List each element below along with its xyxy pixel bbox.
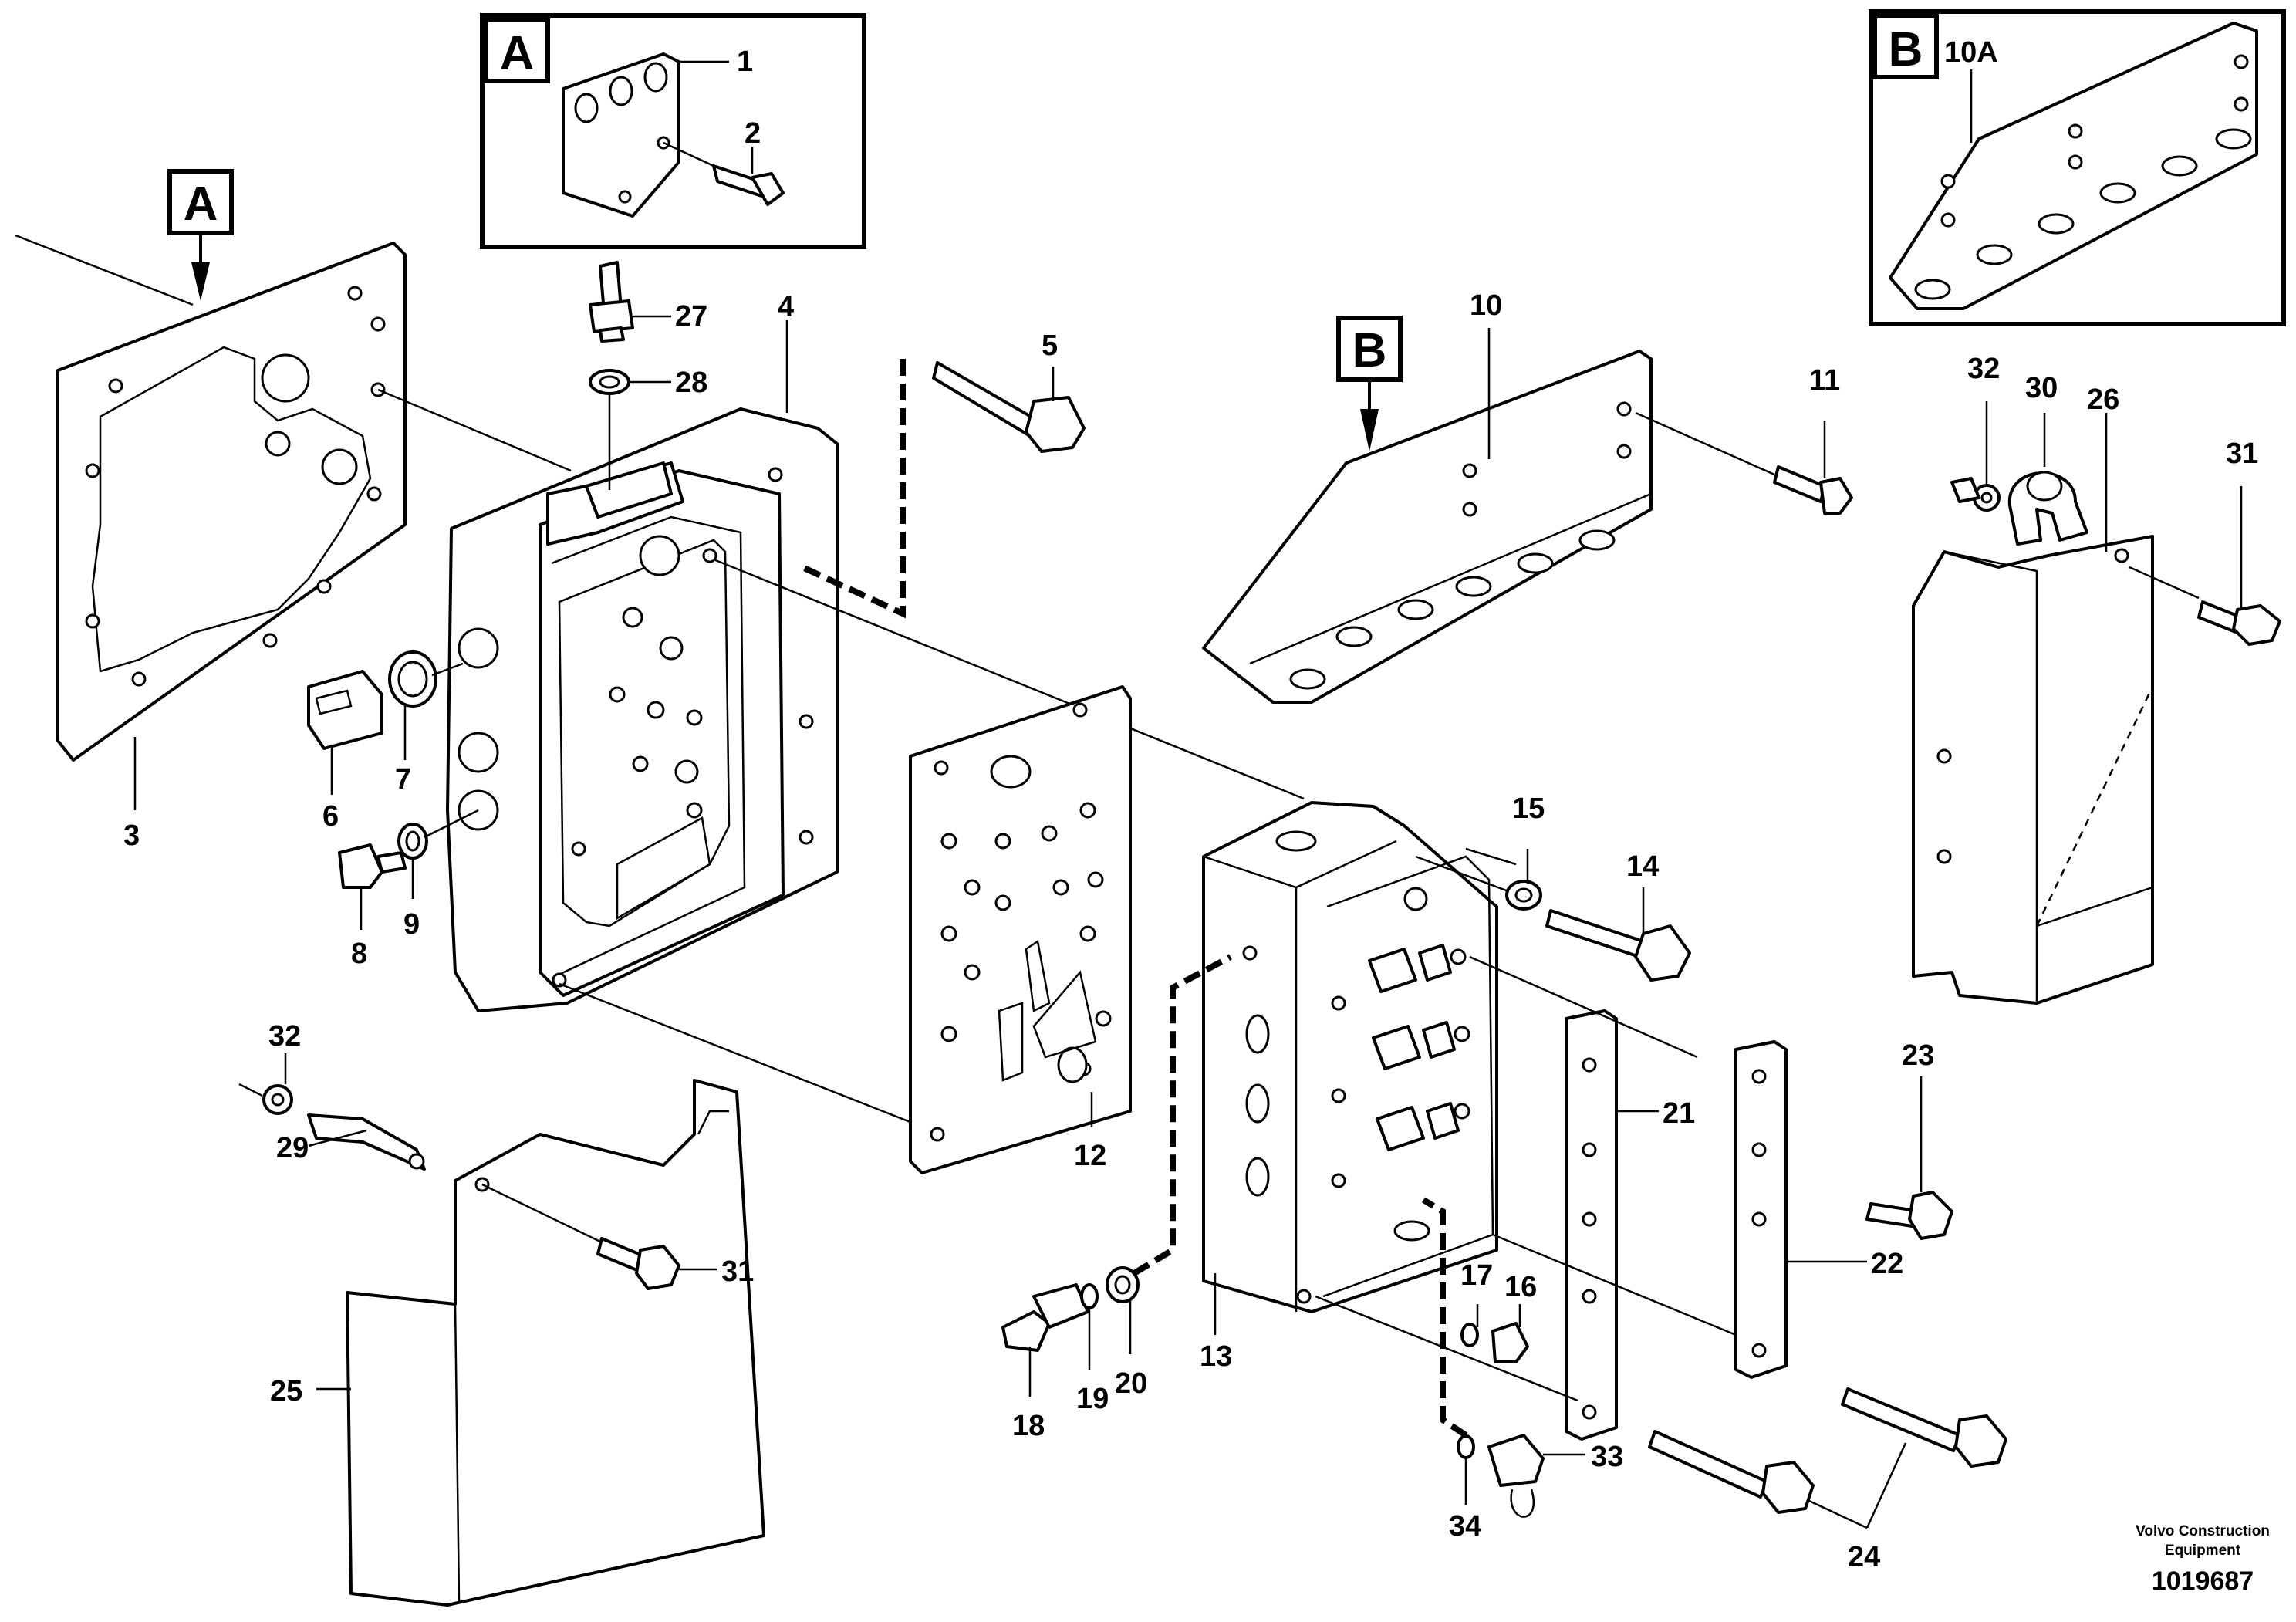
callout-28: 28: [675, 367, 707, 399]
callout-7: 7: [395, 763, 411, 796]
washer-part-15: [1415, 849, 1542, 911]
washer-part-20: [1106, 954, 1232, 1354]
bracket-part-10: [1202, 328, 1653, 704]
gasket-part-3: [15, 234, 407, 810]
plug-part-6: [307, 670, 383, 795]
plug-part-33: [1487, 1434, 1585, 1518]
bolt-part-23: [1866, 1076, 1953, 1240]
bolt-part-5: [801, 359, 1086, 619]
marker-a-letter: A: [184, 177, 218, 231]
washer-part-32-right: [1950, 401, 2001, 512]
fitting-part-27: [589, 261, 671, 343]
callout-25: 25: [270, 1375, 302, 1407]
strip-part-21: [1315, 955, 1698, 1441]
callout-20: 20: [1115, 1367, 1147, 1400]
callout-9: 9: [403, 908, 420, 941]
bolt-part-11: [1635, 411, 1853, 515]
oring-part-17: [1460, 1304, 1479, 1347]
plug-part-16: [1491, 1304, 1529, 1363]
oring-part-19: [1080, 1283, 1099, 1370]
valve-block-part-13: [1202, 801, 1517, 1335]
detail-view-a: A: [480, 13, 866, 249]
callout-4: 4: [778, 291, 794, 323]
callout-31-right: 31: [2226, 438, 2258, 470]
detail-b-letter: B: [1889, 23, 1923, 76]
drawing-number: 1019687: [2152, 1566, 2254, 1596]
oring-part-34: [1421, 1197, 1475, 1505]
detail-view-b: B: [1869, 9, 2286, 326]
callout-31-left: 31: [721, 1255, 754, 1288]
callout-10: 10: [1470, 289, 1502, 322]
callout-32-left: 32: [268, 1020, 301, 1053]
callout-30: 30: [2025, 372, 2058, 404]
bolt-part-31-left: [596, 1237, 718, 1290]
callout-27: 27: [675, 300, 707, 333]
callout-17: 17: [1460, 1259, 1493, 1292]
callout-26: 26: [2087, 384, 2119, 416]
callout-34: 34: [1449, 1510, 1481, 1543]
callout-29: 29: [276, 1132, 309, 1164]
footer-company-line2: Equipment: [2165, 1543, 2241, 1559]
marker-a: A: [167, 169, 234, 301]
callout-5: 5: [1042, 329, 1058, 362]
callout-1: 1: [737, 46, 753, 78]
housing-part-4: [377, 320, 839, 1012]
callout-8: 8: [351, 938, 367, 970]
fitting-part-18: [1001, 1283, 1089, 1397]
callout-19: 19: [1076, 1383, 1109, 1415]
callout-2: 2: [745, 117, 761, 150]
washer-part-32-left: [238, 1053, 293, 1115]
callout-18: 18: [1012, 1410, 1045, 1442]
footer: Volvo Construction Equipment 1019687: [2136, 1523, 2270, 1596]
footer-company-line1: Volvo Construction: [2136, 1523, 2270, 1539]
callout-12: 12: [1074, 1140, 1106, 1172]
callout-13: 13: [1200, 1340, 1232, 1373]
strip-part-22: [1492, 1040, 1867, 1379]
callout-32-right: 32: [1967, 353, 2000, 385]
bolt-part-31-right: [2129, 486, 2281, 646]
marker-b: B: [1336, 316, 1403, 451]
callout-6: 6: [322, 800, 339, 833]
plate-part-12: [559, 558, 1305, 1174]
detail-a-letter: A: [500, 27, 535, 80]
callout-11: 11: [1809, 364, 1840, 397]
plug-part-8: [338, 843, 407, 930]
callout-15: 15: [1512, 792, 1545, 825]
callout-14: 14: [1626, 850, 1659, 883]
callout-33: 33: [1591, 1441, 1623, 1473]
clamp-part-29: [307, 1113, 426, 1171]
bolts-part-24: [1648, 1387, 2007, 1529]
callout-3: 3: [123, 819, 140, 852]
washer-part-9: [397, 809, 479, 899]
washer-part-7: [388, 650, 464, 760]
washer-part-28: [589, 369, 671, 490]
marker-b-letter: B: [1352, 324, 1387, 377]
bolt-part-14: [1545, 887, 1691, 982]
callout-21: 21: [1663, 1097, 1695, 1130]
callout-labels: 1 2 3 4 5 6 7 8 9 10 10A 11 12 13 14 15 …: [123, 36, 2258, 1573]
cover-part-25: [316, 1079, 765, 1607]
callout-23: 23: [1902, 1039, 1934, 1072]
clamp-part-30: [2007, 413, 2088, 546]
cover-part-26: [1912, 413, 2154, 1005]
callout-24: 24: [1848, 1541, 1880, 1573]
callout-10a: 10A: [1944, 36, 1998, 69]
callout-16: 16: [1504, 1271, 1537, 1303]
callout-22: 22: [1871, 1248, 1903, 1280]
